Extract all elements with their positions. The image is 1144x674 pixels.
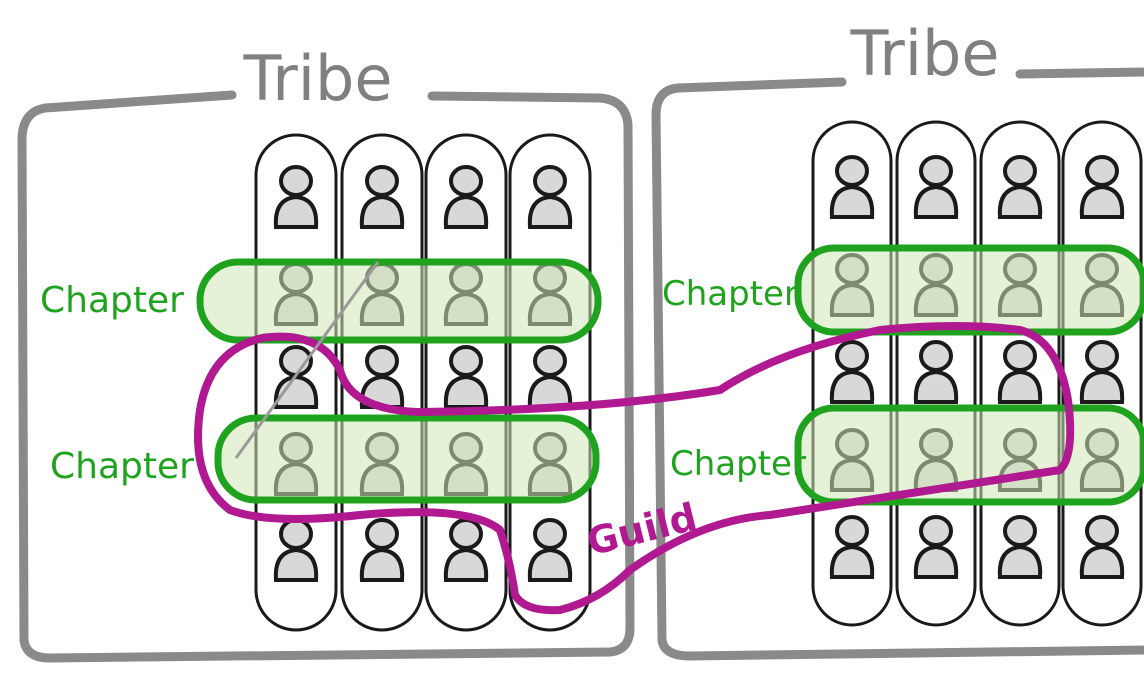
guild-label: Guild [582,495,701,565]
person-icon [273,165,319,229]
squads-right [811,120,1143,627]
person-icon [359,165,405,229]
person-icon [1079,155,1125,219]
person-icon [1079,515,1125,579]
person-icon [527,518,573,582]
person-icon [527,165,573,229]
person-icon [443,345,489,409]
person-icon [829,155,875,219]
person-icon [527,345,573,409]
chapters: Chapter Chapter Chapter Chapter [40,244,1144,506]
person-icon [829,340,875,404]
person-icon [997,155,1043,219]
person-icon [913,155,959,219]
guild-outline [194,322,1075,615]
tribe-right: Tribe [651,17,1144,661]
chapter-band-left-2 [214,414,600,504]
chapter-band-left-1 [196,258,602,344]
person-icon [1079,340,1125,404]
chapter-label-left-2: Chapter [50,446,194,487]
chapter-label-right-2: Chapter [670,444,806,484]
person-icon [913,515,959,579]
person-icon [829,515,875,579]
person-icon [997,515,1043,579]
person-icon [443,518,489,582]
person-icon [913,340,959,404]
tribe-right-border [651,67,1144,661]
squads-left [254,133,592,632]
person-icon [273,518,319,582]
tribe-left-border [17,90,635,663]
person-icon [443,165,489,229]
pointer-stylus [234,261,380,459]
chapter-band-right-1 [794,244,1144,336]
person-icon [359,518,405,582]
chapter-label-right-1: Chapter [662,274,798,314]
tribe-left-title: Tribe [243,42,393,115]
tribe-right-title: Tribe [850,17,1000,90]
person-icon [997,340,1043,404]
chapter-band-right-2 [794,404,1144,506]
chapter-label-left-1: Chapter [40,280,184,321]
person-icon [273,345,319,409]
